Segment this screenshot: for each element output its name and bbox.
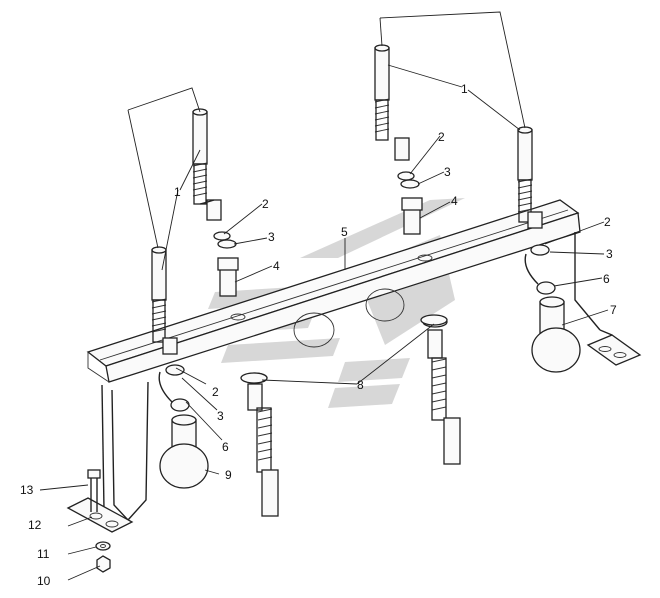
right-support-bracket	[574, 232, 642, 366]
pipe-top-center-left	[192, 108, 222, 221]
nut-10	[96, 555, 111, 573]
callout-1-right: 1	[461, 82, 468, 96]
callout-2-right: 2	[604, 215, 611, 229]
ball-9	[159, 414, 209, 489]
callout-2-left-top: 2	[262, 197, 269, 211]
left-support-leg	[66, 381, 149, 533]
ball-7	[531, 296, 581, 373]
washer-11	[95, 541, 111, 551]
callout-2-center: 2	[438, 130, 445, 144]
callout-8: 8	[357, 378, 364, 392]
callout-1-left: 1	[174, 185, 181, 199]
callout-3-right: 3	[606, 247, 613, 261]
pipe-bottom-right	[422, 316, 461, 465]
pipe-top-left	[151, 246, 178, 355]
callout-10: 10	[37, 574, 51, 588]
callout-6-left: 6	[222, 440, 229, 454]
callout-9: 9	[225, 468, 232, 482]
washer-2-center	[397, 171, 420, 189]
pipe-group-brackets	[127, 11, 526, 249]
pipe-bottom-left	[242, 372, 279, 517]
main-beam	[86, 199, 581, 383]
clamp-6-right	[524, 244, 556, 295]
callout-11: 11	[37, 547, 50, 561]
callout-12: 12	[28, 518, 42, 532]
washer-8	[240, 314, 448, 384]
callouts: 1 1 2 2 2 2 3 3 3 3 4 4 5 6 6 7 8 9 10 1…	[20, 82, 617, 588]
pipe-top-right	[517, 126, 543, 229]
callout-3-left-top: 3	[268, 230, 275, 244]
clamp-6-left	[158, 364, 190, 412]
callout-3-left-bottom: 3	[217, 409, 224, 423]
bolt-13	[87, 469, 101, 512]
callout-13: 13	[20, 483, 34, 497]
callout-3-center: 3	[444, 165, 451, 179]
fitting-4-center	[401, 197, 423, 235]
callout-4-left: 4	[273, 259, 280, 273]
callout-2-left-bottom: 2	[212, 385, 219, 399]
callout-5: 5	[341, 225, 348, 239]
pipe-top-center-right	[374, 44, 410, 161]
fitting-4-left	[217, 257, 239, 297]
washer-2-left	[213, 231, 237, 249]
callout-4-center: 4	[451, 194, 458, 208]
leader-lines	[39, 64, 609, 581]
callout-6-right: 6	[603, 272, 610, 286]
callout-7: 7	[610, 303, 617, 317]
